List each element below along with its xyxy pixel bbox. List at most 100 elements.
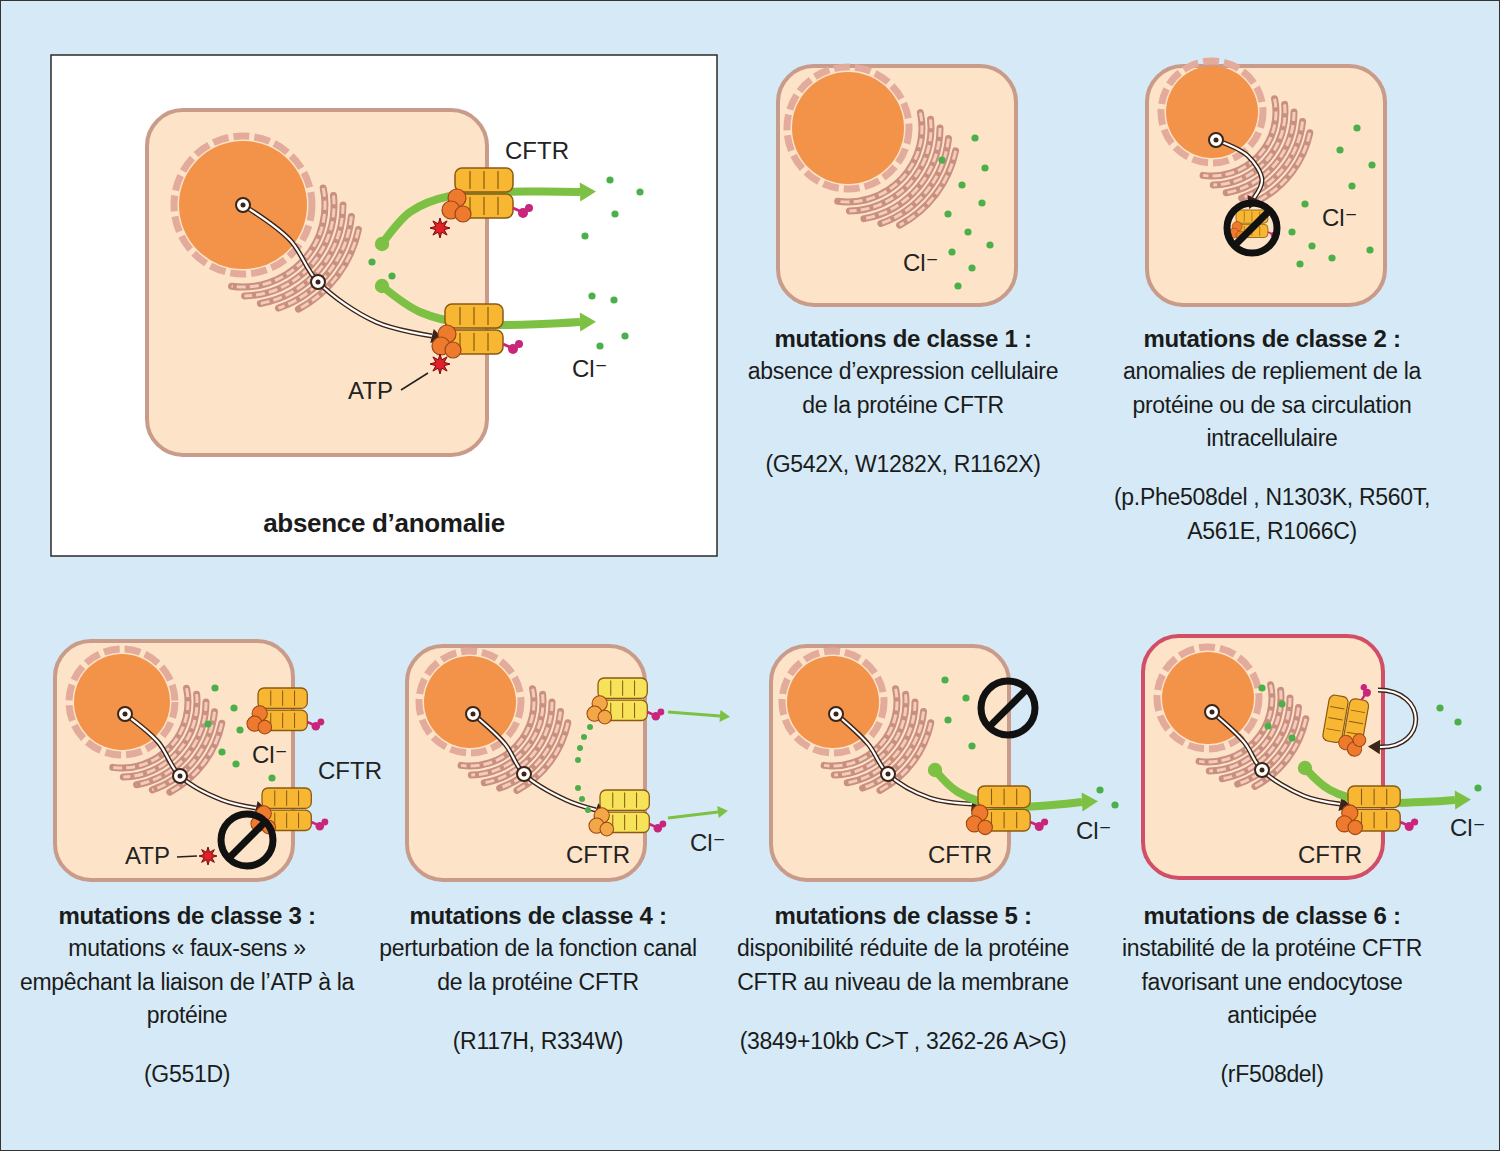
chloride-ion bbox=[1454, 718, 1461, 725]
part-label: CFTR bbox=[1298, 842, 1362, 868]
nucleotide-binding-domain bbox=[1348, 820, 1362, 834]
chloride-ion bbox=[962, 694, 969, 701]
chloride-ion bbox=[938, 156, 945, 163]
chloride-ion bbox=[968, 264, 975, 271]
illustration-layer bbox=[771, 646, 1119, 880]
vesicle bbox=[1205, 705, 1219, 719]
vesicle-core bbox=[1210, 710, 1215, 715]
chloride-ion bbox=[585, 807, 591, 813]
class-description: absence d’expression cellulaire de la pr… bbox=[733, 355, 1073, 422]
cftr-helix bbox=[1244, 212, 1245, 222]
part-label: ATP bbox=[125, 843, 170, 869]
cell-illustration bbox=[51, 55, 717, 556]
golgi-lumen bbox=[517, 723, 568, 791]
cftr-protein bbox=[1320, 679, 1375, 758]
golgi-lumen bbox=[245, 195, 334, 295]
chloride-ion bbox=[236, 726, 243, 733]
chloride-ion bbox=[954, 282, 961, 289]
trafficking-path-outline bbox=[125, 714, 256, 808]
class-description: disponibilité réduite de la protéine CFT… bbox=[733, 932, 1073, 999]
chloride-ion bbox=[575, 785, 581, 791]
illustration-layer bbox=[1147, 61, 1385, 305]
cftr-protein bbox=[247, 688, 324, 734]
nuclear-envelope bbox=[787, 67, 909, 189]
illustration-layer bbox=[778, 66, 1016, 305]
chloride-flow-start bbox=[928, 763, 942, 777]
vesicle bbox=[881, 767, 895, 781]
cftr-helix bbox=[294, 691, 295, 706]
cell-membrane bbox=[778, 66, 1016, 305]
blocked-symbol bbox=[981, 681, 1035, 735]
golgi-cisterna bbox=[834, 694, 906, 775]
golgi-lumen bbox=[123, 694, 197, 777]
cftr-helix bbox=[634, 681, 635, 696]
chloride-ion bbox=[575, 757, 581, 763]
chloride-ion bbox=[948, 248, 955, 255]
cftr-helix bbox=[622, 703, 623, 718]
cftr-helix bbox=[1328, 718, 1342, 721]
text-block: mutations de classe 4 :perturbation de l… bbox=[368, 900, 708, 1058]
cftr-helix bbox=[622, 681, 623, 696]
golgi-cisterna bbox=[245, 195, 334, 295]
trafficking-path bbox=[473, 714, 596, 810]
arrow-head bbox=[1082, 792, 1098, 811]
glycosylation bbox=[1041, 818, 1048, 825]
vesicle bbox=[517, 767, 531, 781]
golgi-apparatus bbox=[461, 689, 568, 791]
nucleotide-binding-domain bbox=[600, 822, 614, 836]
cftr-protein bbox=[589, 790, 666, 836]
chloride-ion bbox=[971, 134, 978, 141]
chloride-ion bbox=[1368, 161, 1375, 168]
nucleotide-binding-domain bbox=[1352, 733, 1367, 748]
vesicle-core bbox=[886, 772, 891, 777]
part-label: Cl⁻ bbox=[252, 742, 287, 768]
golgi-cisterna bbox=[1209, 690, 1281, 771]
chloride-ion bbox=[1278, 700, 1285, 707]
chloride-ion bbox=[1474, 784, 1481, 791]
glycosylation bbox=[1411, 818, 1418, 825]
cftr-protein bbox=[587, 678, 664, 724]
cftr-helix bbox=[1251, 212, 1252, 222]
cell-membrane bbox=[1143, 636, 1383, 878]
nuclear-envelope bbox=[174, 136, 312, 274]
cftr-helix bbox=[459, 307, 460, 325]
chloride-ion bbox=[579, 796, 585, 802]
atp-symbol bbox=[430, 354, 450, 374]
golgi-cisterna bbox=[170, 723, 222, 792]
part-label: Cl⁻ bbox=[903, 250, 938, 276]
vesicle bbox=[829, 707, 843, 721]
text-block: mutations de classe 6 :instabilité de la… bbox=[1102, 900, 1442, 1092]
cftr-protein bbox=[442, 168, 533, 222]
mutation-examples: (rF508del) bbox=[1102, 1058, 1442, 1091]
golgi-apparatus bbox=[1199, 685, 1306, 787]
chloride-ion bbox=[1353, 124, 1360, 131]
nucleus bbox=[1166, 66, 1258, 158]
golgi-lumen bbox=[900, 151, 956, 225]
blocked-bar bbox=[229, 822, 265, 858]
nucleotide-binding-domain bbox=[978, 820, 992, 834]
arrow-head bbox=[580, 312, 596, 331]
glycosylation bbox=[322, 819, 329, 826]
chloride-flow-start bbox=[1298, 761, 1312, 775]
text-block: mutations de classe 2 :anomalies de repl… bbox=[1102, 323, 1442, 548]
chloride-ion bbox=[581, 232, 588, 239]
cftr-protein bbox=[1336, 786, 1418, 835]
chloride-ion bbox=[588, 292, 595, 299]
vesicle-core bbox=[316, 280, 321, 285]
cftr-helix bbox=[1326, 729, 1340, 732]
cftr-helix bbox=[1259, 226, 1260, 236]
golgi-cisterna bbox=[881, 139, 949, 224]
chloride-ion bbox=[986, 241, 993, 248]
nuclear-envelope bbox=[1157, 647, 1259, 749]
cftr-helix bbox=[286, 813, 287, 828]
cftr-helix bbox=[286, 791, 287, 806]
part-label: CFTR bbox=[505, 138, 569, 164]
mutation-class-cell: mutations de classe 2 :anomalies de repl… bbox=[1147, 66, 1385, 305]
golgi-apparatus bbox=[824, 689, 931, 791]
vesicle bbox=[173, 769, 187, 783]
cftr-helix bbox=[294, 713, 295, 728]
cftr-helix bbox=[282, 713, 283, 728]
vesicle bbox=[1209, 133, 1223, 147]
cell-membrane bbox=[147, 110, 487, 455]
class-heading: mutations de classe 2 : bbox=[1102, 323, 1442, 355]
